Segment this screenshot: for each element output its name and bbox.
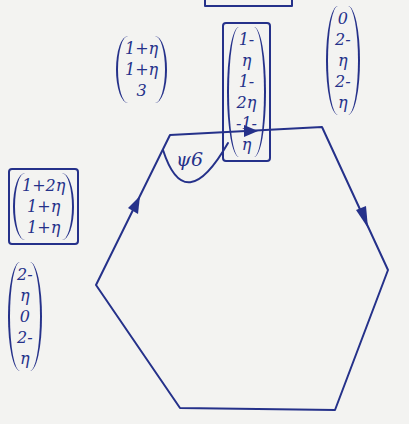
vector-entries: 1+2η 1+η 1+η	[22, 175, 65, 238]
vector-entries: 2-η 0 2-η	[17, 264, 33, 369]
column-vector: 0 2-η 2-η	[326, 6, 360, 115]
column-vector: 1-η 1-2η -1-η	[227, 27, 266, 157]
column-vector: 2-η 0 2-η	[8, 262, 42, 371]
arrow-head	[356, 206, 368, 228]
column-vector: 1+η 1+η 3	[116, 36, 167, 103]
hexagon	[96, 127, 388, 410]
region-label: ψ6	[176, 148, 203, 170]
vector-entries: 1-η 1-2η -1-η	[236, 29, 257, 155]
arrow-head	[128, 196, 140, 214]
angle-arc	[163, 143, 228, 182]
cropped-box	[205, 0, 292, 6]
boxed-vector: 1+2η 1+η 1+η	[8, 168, 79, 245]
vector-entries: 1+η 1+η 3	[125, 38, 158, 101]
boxed-vector: 1-η 1-2η -1-η	[222, 22, 271, 162]
vector-entries: 0 2-η 2-η	[335, 8, 351, 113]
column-vector: 1+2η 1+η 1+η	[13, 173, 74, 240]
